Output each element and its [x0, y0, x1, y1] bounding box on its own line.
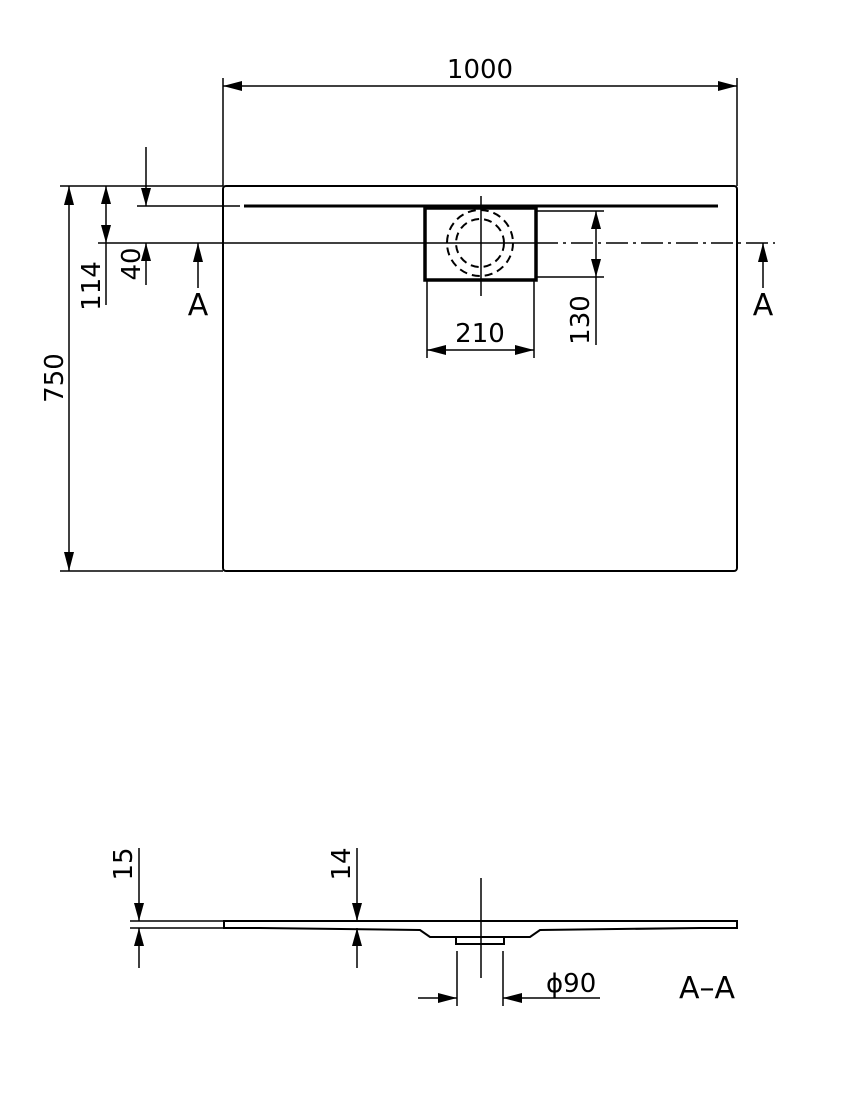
arrow-head	[352, 928, 362, 946]
arrow-head	[591, 211, 601, 229]
section-marker-right: A	[753, 243, 774, 323]
dim-width: 1000	[222, 55, 738, 186]
arrow-head	[134, 903, 144, 921]
dim-130-label: 130	[566, 295, 596, 345]
arrow-head	[718, 81, 737, 91]
arrow-head	[438, 993, 457, 1003]
arrow-head	[141, 188, 151, 206]
tray-profile	[223, 920, 738, 938]
section-marker-left: A	[188, 243, 209, 323]
dim-40-label: 40	[117, 247, 147, 280]
section-marker-left-label: A	[188, 288, 209, 323]
dim-edge-height: 15	[109, 847, 224, 968]
dim-210-label: 210	[455, 319, 505, 349]
dim-drain-offset-inner: 40	[117, 147, 240, 285]
dim-depth: 750	[40, 185, 223, 572]
arrow-head	[223, 81, 242, 91]
section-view	[223, 878, 738, 1006]
dim-drain-width: 210	[426, 280, 535, 358]
section-title: A–A	[679, 971, 736, 1006]
arrow-head	[141, 243, 151, 261]
dim-14-label: 14	[327, 847, 357, 880]
dim-inner-height: 14	[327, 847, 362, 968]
arrow-head	[134, 928, 144, 946]
dim-drain-depth: 130	[536, 210, 604, 345]
dim-depth-label: 750	[40, 353, 70, 403]
arrow-head	[101, 186, 111, 204]
plan-view	[98, 185, 775, 572]
arrow-head	[515, 345, 534, 355]
arrow-head	[591, 259, 601, 277]
arrow-head	[427, 345, 446, 355]
arrow-head	[101, 225, 111, 243]
tray-outline	[222, 185, 738, 572]
dim-drain-offset-outer: 114	[77, 186, 111, 311]
dim-width-label: 1000	[447, 55, 513, 85]
arrow-head	[758, 243, 768, 262]
dim-15-label: 15	[109, 847, 139, 880]
arrow-head	[193, 243, 203, 262]
arrow-head	[352, 903, 362, 921]
arrow-head	[503, 993, 522, 1003]
dim-diameter-label: ϕ90	[546, 969, 596, 999]
dim-114-label: 114	[77, 261, 107, 311]
section-marker-right-label: A	[753, 288, 774, 323]
arrow-head	[64, 552, 74, 571]
outlet-body	[455, 936, 505, 945]
arrow-head	[64, 186, 74, 205]
dim-outlet-diameter: ϕ90	[418, 969, 600, 1003]
